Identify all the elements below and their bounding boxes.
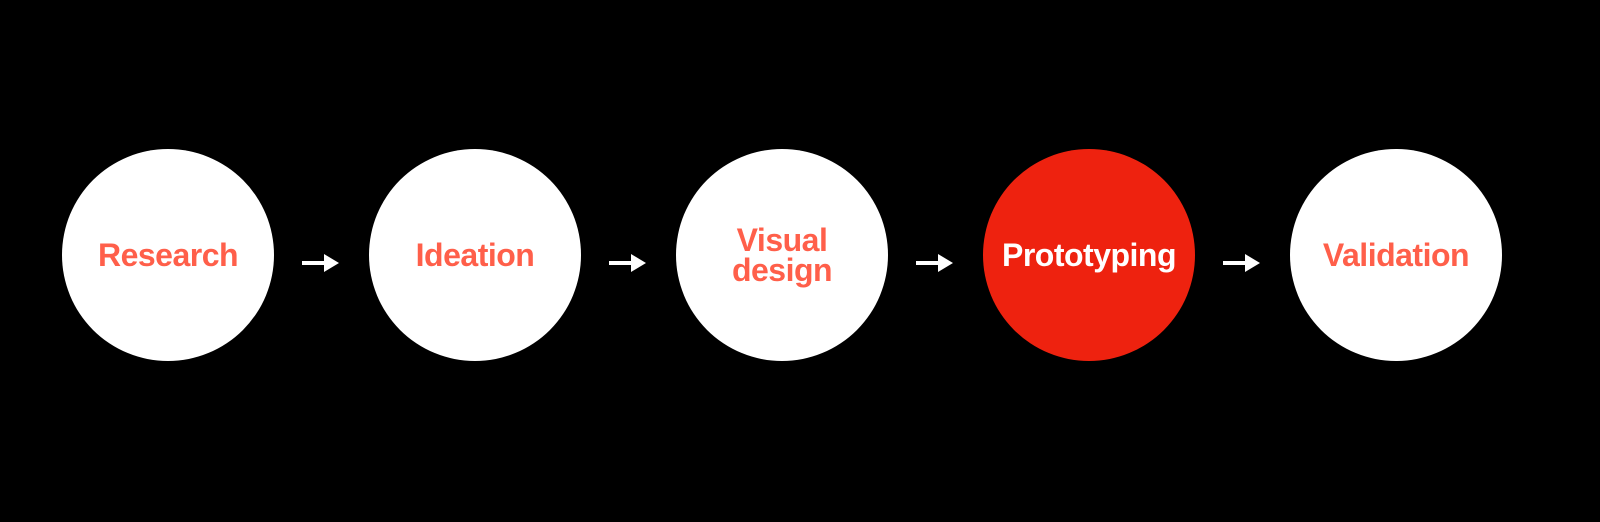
step-validation: Validation — [1290, 149, 1502, 361]
step-label: Ideation — [415, 237, 535, 273]
step-label: Prototyping — [1001, 237, 1177, 273]
arrow-right-icon — [916, 254, 953, 272]
step-research: Research — [62, 149, 274, 361]
arrow-right-icon — [609, 254, 646, 272]
step-ideation: Ideation — [369, 149, 581, 361]
step-label: Visual design — [731, 222, 833, 288]
arrow-right-icon — [302, 254, 339, 272]
step-prototyping: Prototyping — [983, 149, 1195, 361]
step-label: Research — [97, 237, 239, 273]
step-visual-design: Visual design — [676, 149, 888, 361]
step-label: Validation — [1322, 237, 1470, 273]
arrow-right-icon — [1223, 254, 1260, 272]
